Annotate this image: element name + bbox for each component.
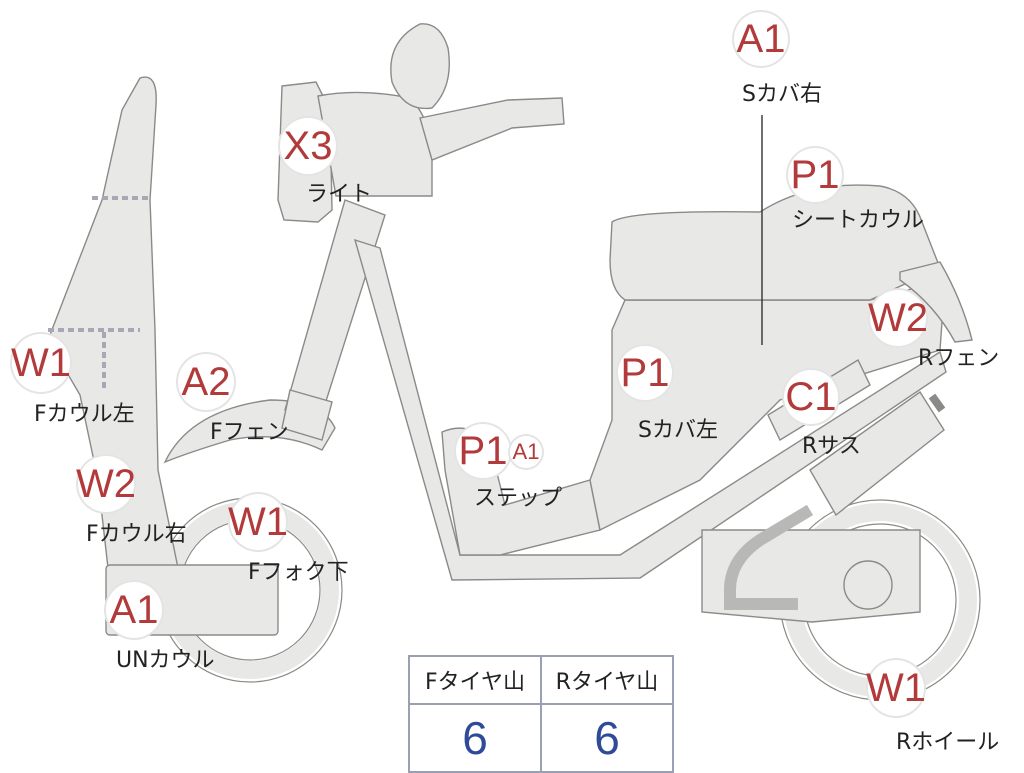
front-fork-lower-code: W1 [228, 494, 288, 550]
handlebar-grip-shape [419, 97, 565, 161]
front-cowl-right-label: Fカウル右 [86, 522, 187, 547]
tire-tread-table: Fタイヤ山 Rタイヤ山 6 6 [408, 655, 674, 773]
seat-shape [609, 184, 941, 301]
front-fender-label: Fフェン [210, 420, 289, 445]
front-cowl-left-label: Fカウル左 [34, 402, 135, 427]
rear-fender-label: Rフェン [918, 346, 1000, 371]
rear-hub [843, 560, 893, 610]
s-cover-right-code: A1 [734, 12, 788, 66]
step-code-secondary: A1 [510, 436, 542, 468]
rear-suspension-upper [809, 391, 945, 517]
mirror-shape [390, 23, 450, 110]
rear-wheel-code: W1 [866, 660, 926, 716]
seat-cowl-label: シートカウル [792, 208, 925, 233]
front-fork-lower-label: Fフォク下 [248, 560, 349, 585]
front-tire-value: 6 [408, 703, 542, 773]
step-label: ステップ [474, 486, 563, 511]
rear-fender-shape [899, 261, 973, 343]
fork-guard [281, 389, 333, 441]
front-cowl-right-code: W2 [76, 456, 136, 512]
under-cowl-label: UNカウル [116, 648, 215, 673]
s-cover-left-label: Sカバ左 [638, 418, 718, 443]
frame-shape [353, 238, 947, 581]
under-cowl-code: A1 [106, 582, 162, 638]
light-label: ライト [306, 182, 373, 207]
s-cover-right-label: Sカバ右 [742, 82, 822, 107]
front-fork-shape [284, 199, 386, 421]
step-code: P1 [456, 424, 510, 478]
exhaust-pipe [724, 504, 814, 610]
rear-tire-value: 6 [540, 703, 674, 773]
front-fender-code: A2 [178, 354, 234, 410]
rear-suspension-label: Rサス [802, 434, 861, 459]
rear-suspension-code: C1 [784, 370, 838, 424]
s-cover-left-code: P1 [618, 346, 672, 400]
front-cowl-left-code: W1 [11, 334, 71, 392]
seat-cowl-code: P1 [788, 148, 842, 202]
rear-wheel-label: Rホイール [896, 730, 1000, 755]
rear-axle-bolt [928, 393, 946, 413]
front-tire-header: Fタイヤ山 [408, 655, 542, 705]
rear-fender-code: W2 [868, 290, 928, 346]
rear-tire-header: Rタイヤ山 [540, 655, 674, 705]
light-code: X3 [280, 118, 336, 174]
